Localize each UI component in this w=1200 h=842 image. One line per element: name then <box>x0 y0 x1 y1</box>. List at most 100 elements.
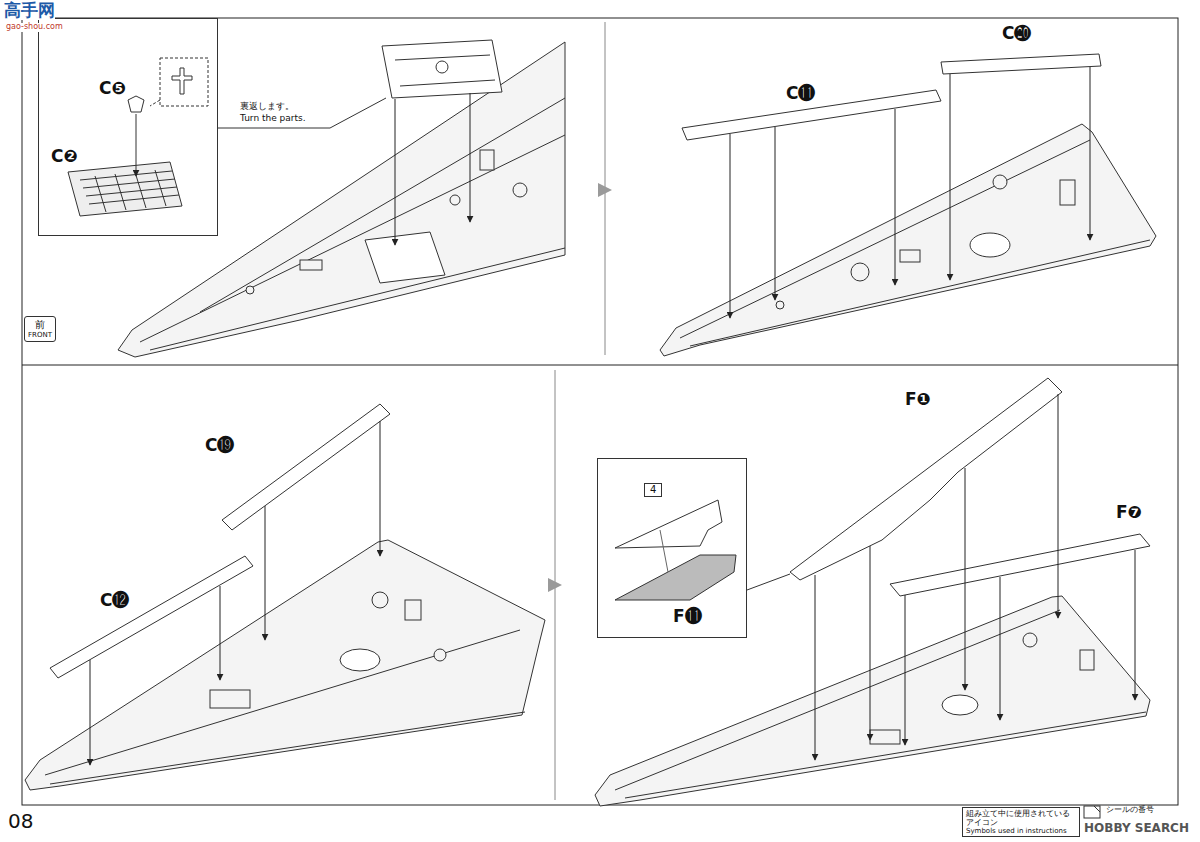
leader-line <box>218 98 386 128</box>
hull-illustration <box>513 183 527 197</box>
part-number: C⓴ <box>1002 24 1031 43</box>
hull-illustration <box>690 240 1150 346</box>
front-icon: 前FRONT <box>24 316 56 342</box>
insert-arrow <box>1090 67 1091 240</box>
insert-arrow <box>775 127 776 300</box>
symbol-note: Symbols used in instructions <box>966 827 1076 835</box>
inset-illustration <box>172 68 192 94</box>
decal-number-box: 4 <box>644 483 662 497</box>
page-number: 08 <box>8 810 33 832</box>
hull-illustration <box>25 540 545 790</box>
hull-illustration <box>776 301 784 309</box>
front-mark: 前 <box>28 319 52 331</box>
part-number: F❶ <box>905 390 931 409</box>
hull-illustration <box>625 712 1146 798</box>
inset-illustration <box>80 170 179 212</box>
watermark: gao-shou.com <box>6 23 63 32</box>
watermark: HOBBY SEARCH <box>1084 822 1189 835</box>
hull-illustration <box>340 649 380 671</box>
inset-illustration <box>136 114 137 176</box>
inset-box: C❺ C❷ <box>38 18 218 236</box>
part-number: F⓫ <box>673 607 702 626</box>
decal-icon <box>1094 806 1100 812</box>
decal-icon <box>1084 806 1100 818</box>
page-frame <box>22 18 1178 805</box>
part-plate <box>382 40 502 98</box>
step-arrow <box>598 183 612 197</box>
inset-illustration <box>150 100 160 106</box>
hull-illustration <box>45 630 520 775</box>
hull-illustration <box>660 124 1156 356</box>
part-number: F❼ <box>1116 503 1142 522</box>
hull-illustration <box>900 250 920 262</box>
hull-illustration <box>372 592 388 608</box>
hull-illustration <box>140 135 565 342</box>
inset-illustration <box>615 555 736 600</box>
inset-illustration <box>68 162 182 216</box>
hull-illustration <box>434 649 446 661</box>
page-frame <box>22 365 1178 366</box>
insert-arrow <box>90 660 91 765</box>
inset-box: F⓫ 4 <box>597 458 747 638</box>
insert-arrow <box>395 93 470 245</box>
step-arrow <box>548 578 562 592</box>
note-text: 裏返します。 <box>240 102 294 112</box>
hull-illustration <box>1080 650 1094 670</box>
note-text: Turn the parts. <box>240 114 306 124</box>
inset-illustration <box>160 58 208 106</box>
front-mark: FRONT <box>28 331 52 339</box>
part-number: C⓫ <box>786 84 815 103</box>
leader-line <box>218 98 386 128</box>
hull-illustration <box>50 712 525 784</box>
insert-arrow <box>730 134 731 318</box>
watermark: 高手网 <box>4 1 55 20</box>
insert-arrow <box>815 575 816 760</box>
hull-illustration <box>300 260 322 270</box>
hull-illustration <box>200 98 565 312</box>
part-bar <box>941 54 1101 74</box>
part-number: C⓳ <box>205 436 234 455</box>
decal-number: 4 <box>650 484 656 496</box>
hull-illustration <box>246 286 254 294</box>
part-bar <box>50 556 253 678</box>
part-plate <box>790 378 1150 596</box>
part-plate <box>790 378 1062 580</box>
part-plate <box>382 40 502 98</box>
part-number: C❷ <box>51 147 78 166</box>
hull-illustration <box>595 596 1150 806</box>
insert-arrow <box>395 99 396 245</box>
part-plate <box>436 61 448 73</box>
hull-illustration <box>942 695 978 715</box>
leader-line <box>747 574 790 590</box>
hull-illustration <box>405 600 421 620</box>
hull-illustration <box>595 596 1150 806</box>
insert-arrow <box>815 394 1135 760</box>
part-number: C❺ <box>99 79 126 98</box>
insert-arrow <box>730 67 1090 318</box>
inset-illustration <box>68 58 208 216</box>
insert-arrow <box>895 109 896 285</box>
hull-illustration <box>1023 633 1037 647</box>
insert-arrow <box>870 546 871 740</box>
hull-illustration <box>870 730 900 744</box>
insert-arrow <box>1000 577 1001 720</box>
hull-illustration <box>851 263 869 281</box>
insert-arrow <box>950 74 951 280</box>
leader-line <box>747 574 790 590</box>
insert-arrow <box>965 468 966 690</box>
insert-arrow <box>380 421 381 556</box>
insert-arrow <box>905 595 906 745</box>
page-frame <box>22 18 1178 805</box>
symbol-note: シールの番号 <box>1106 806 1154 815</box>
inset-illustration <box>615 500 736 600</box>
hull-illustration <box>680 140 1090 338</box>
hull-illustration <box>970 233 1010 257</box>
hull-illustration <box>210 690 250 708</box>
hull-illustration <box>365 232 445 283</box>
part-bar <box>682 54 1101 140</box>
symbol-note: 組み立て中に使用されているアイコン <box>966 809 1076 827</box>
insert-arrow <box>220 586 221 680</box>
